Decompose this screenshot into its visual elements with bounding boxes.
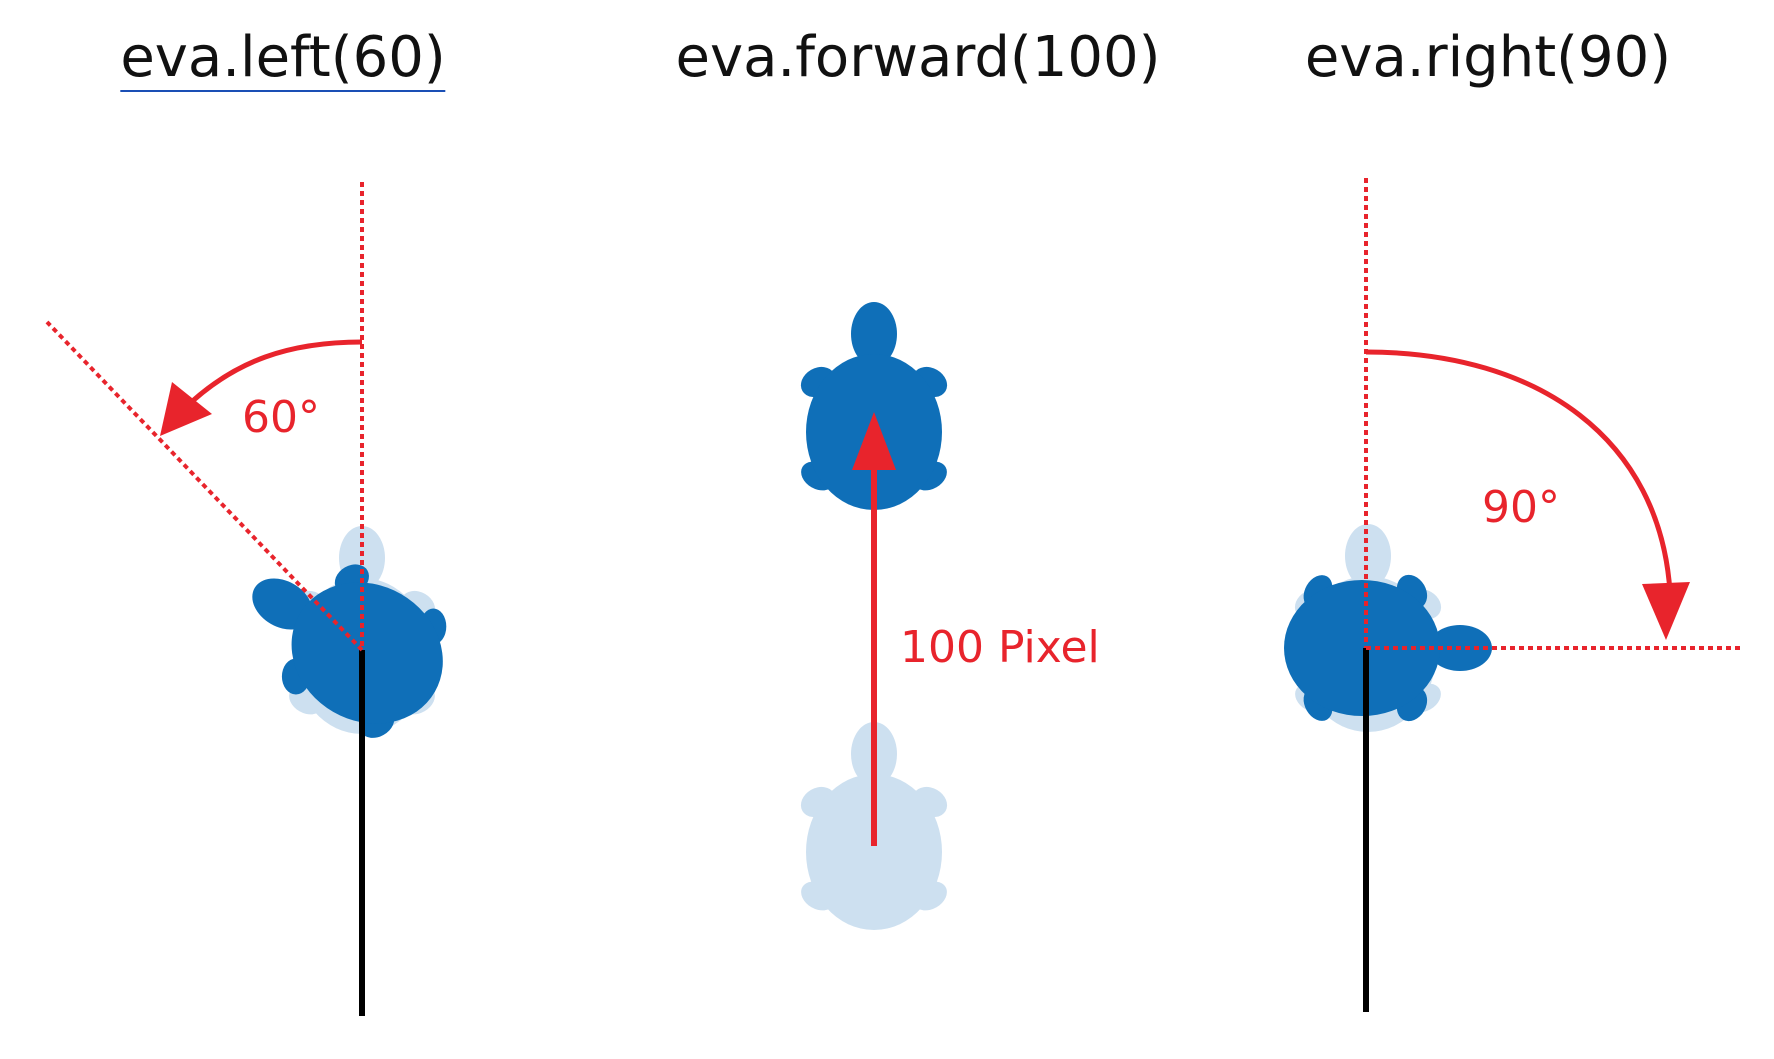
movement-arrowhead bbox=[852, 412, 896, 470]
panel-forward: 100 Pixel bbox=[795, 302, 1100, 930]
panel-right: 90° bbox=[1284, 178, 1740, 1012]
angle-label: 90° bbox=[1482, 482, 1560, 533]
rotation-arc bbox=[183, 339, 363, 410]
angle-label: 60° bbox=[242, 392, 320, 443]
title-left-command: eva.left(60) bbox=[120, 22, 447, 94]
panel-left: 60° bbox=[45, 182, 475, 1016]
rotation-arc bbox=[1365, 349, 1673, 593]
title-forward-command: eva.forward(100) bbox=[675, 25, 1161, 90]
rotation-arrowhead bbox=[160, 382, 212, 436]
distance-label: 100 Pixel bbox=[900, 622, 1100, 673]
title-right-command: eva.right(90) bbox=[1304, 25, 1672, 90]
new-heading-dotted-line bbox=[45, 320, 364, 652]
rotation-arrowhead bbox=[1642, 582, 1690, 640]
